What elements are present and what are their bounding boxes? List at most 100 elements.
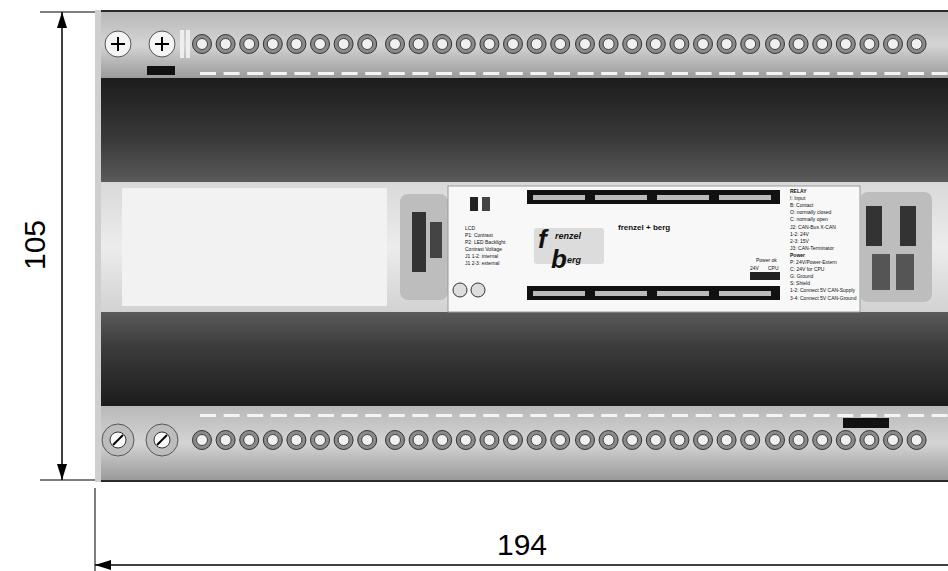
terminal-screw xyxy=(836,431,855,450)
terminal-screw xyxy=(193,431,212,450)
terminal-stripe xyxy=(436,414,452,417)
terminal-screw xyxy=(315,435,326,446)
label-text: P2: LED Backlight xyxy=(465,240,505,245)
terminal-stripe xyxy=(814,414,830,417)
dimension-arrow xyxy=(57,12,67,28)
terminal-stripe xyxy=(932,72,948,75)
terminal-screw xyxy=(766,35,785,54)
dimension-text: 194 xyxy=(497,530,547,560)
address-switch xyxy=(471,283,485,297)
terminal-screw xyxy=(580,435,591,446)
dimension-line xyxy=(95,564,948,566)
terminal-stripe xyxy=(460,72,476,75)
terminal-stripe xyxy=(578,72,594,75)
terminal-screw xyxy=(721,435,732,446)
terminal-screw xyxy=(291,435,302,446)
terminal-stripe xyxy=(743,72,759,75)
terminal-screw xyxy=(555,435,566,446)
terminal-stripe xyxy=(648,72,664,75)
module-housing xyxy=(95,10,948,482)
terminal-screw xyxy=(484,39,495,50)
terminal-screw xyxy=(717,35,736,54)
terminal-screw xyxy=(220,435,231,446)
terminal-screw xyxy=(456,35,475,54)
terminal-screw xyxy=(480,35,499,54)
terminal-screw xyxy=(789,35,808,54)
terminal-screw xyxy=(508,39,519,50)
terminal-screw xyxy=(287,35,306,54)
terminal-screw xyxy=(386,431,405,450)
label-text: 3-4: Connect 5V CAN-Ground xyxy=(790,296,856,301)
terminal-screw xyxy=(240,35,259,54)
terminal-label-strip xyxy=(527,286,780,300)
terminal-screw xyxy=(599,431,618,450)
terminal-screw xyxy=(409,431,428,450)
dimension-text: 105 xyxy=(20,220,50,270)
terminal-screw xyxy=(437,435,448,446)
dimension-arrow xyxy=(95,560,111,570)
label-text: J1 1-2: internal xyxy=(465,254,498,259)
terminal-screw xyxy=(888,39,899,50)
terminal-stripe xyxy=(766,414,782,417)
terminal-screw xyxy=(721,39,732,50)
label-text: frenzel + berg xyxy=(618,224,670,232)
terminal-stripe xyxy=(814,72,830,75)
terminal-screw xyxy=(698,435,709,446)
dimension-line xyxy=(61,12,63,480)
lcd-connector xyxy=(412,212,426,272)
terminal-stripe xyxy=(648,414,664,417)
terminal-screw xyxy=(197,39,208,50)
terminal-screw xyxy=(864,39,875,50)
terminal-screw xyxy=(717,431,736,450)
terminal-screw xyxy=(817,39,828,50)
terminal-label-marks xyxy=(533,195,585,200)
terminal-label-marks xyxy=(719,195,771,200)
terminal-stripe xyxy=(412,414,428,417)
terminal-screw xyxy=(745,39,756,50)
terminal-screw xyxy=(745,435,756,446)
terminal-screw xyxy=(627,435,638,446)
terminal-screw xyxy=(338,39,349,50)
label-text: I: Input xyxy=(790,196,805,201)
terminal-label-marks xyxy=(719,291,771,296)
can-connector xyxy=(900,206,916,246)
terminal-screw xyxy=(793,435,804,446)
terminal-screw xyxy=(551,35,570,54)
terminal-stripe xyxy=(601,72,617,75)
terminal-screw xyxy=(263,35,282,54)
terminal-stripe xyxy=(271,414,287,417)
terminal-screw xyxy=(480,431,499,450)
terminal-screw xyxy=(386,35,405,54)
terminal-stripe xyxy=(932,414,948,417)
terminal-stripe xyxy=(719,414,735,417)
led xyxy=(186,30,190,58)
terminal-screw xyxy=(216,35,235,54)
terminal-screw xyxy=(907,431,926,450)
terminal-label-marks xyxy=(595,291,647,296)
terminal-screw xyxy=(193,35,212,54)
terminal-stripe xyxy=(389,72,405,75)
extension-line xyxy=(40,480,95,481)
potentiometer-slot xyxy=(161,37,163,51)
terminal-screw xyxy=(789,431,808,450)
label-text: C: 24V for CPU xyxy=(790,267,824,272)
terminal-screw xyxy=(884,431,903,450)
terminal-screw xyxy=(907,35,926,54)
terminal-screw xyxy=(484,435,495,446)
led xyxy=(180,30,184,58)
terminal-screw xyxy=(670,35,689,54)
terminal-screw xyxy=(362,39,373,50)
terminal-screw xyxy=(311,35,330,54)
rotary-switch xyxy=(146,424,178,456)
terminal-stripe xyxy=(389,414,405,417)
label-text: O: normally closed xyxy=(790,210,831,215)
terminal-stripe xyxy=(224,414,240,417)
label-text: 1-2: Connect 5V CAN-Supply xyxy=(790,288,855,293)
terminal-screw xyxy=(860,35,879,54)
terminal-screw xyxy=(650,435,661,446)
terminal-stripe xyxy=(884,414,900,417)
potentiometer-slot xyxy=(117,37,119,51)
label-text: 2-3: 15V xyxy=(790,239,809,244)
terminal-stripe xyxy=(696,72,712,75)
terminal-screw xyxy=(527,431,546,450)
